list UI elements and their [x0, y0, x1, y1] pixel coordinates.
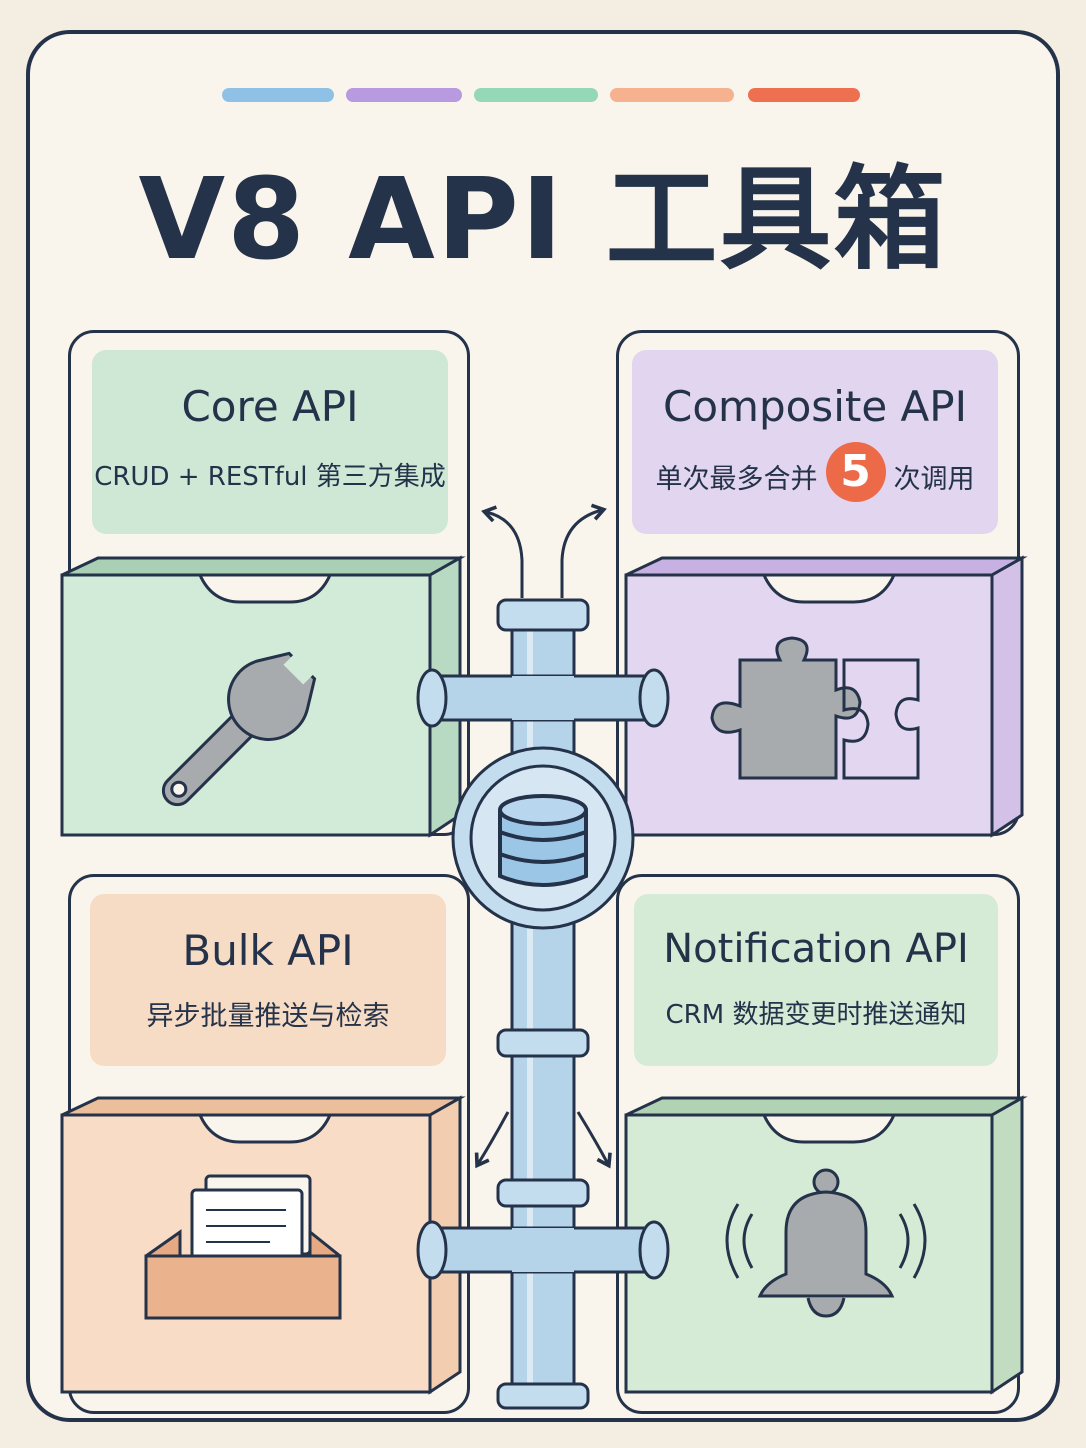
- arrow-to-notification: [576, 1111, 612, 1169]
- wrench-icon: [161, 636, 332, 807]
- composite-desc-after: 次调用: [893, 463, 975, 495]
- core-api-label: Core API CRUD + RESTful 第三方集成: [92, 350, 448, 534]
- stripe-blue: [222, 88, 334, 102]
- composite-api-desc: 单次最多合并 5 次调用: [632, 442, 998, 506]
- limit-badge: 5: [825, 442, 886, 502]
- core-api-desc: CRUD + RESTful 第三方集成: [94, 462, 446, 492]
- arrow-to-bulk: [474, 1111, 510, 1169]
- puzzle-icon: [710, 636, 920, 780]
- file-tray-icon: [144, 1174, 342, 1320]
- color-stripes: [222, 88, 862, 104]
- bulk-api-name: Bulk API: [182, 926, 354, 975]
- stripe-orange: [610, 88, 734, 102]
- arrow-to-core: [481, 505, 524, 598]
- composite-api-name: Composite API: [663, 382, 967, 431]
- stripe-red: [748, 88, 860, 102]
- notification-api-label: Notification API CRM 数据变更时推送通知: [634, 894, 998, 1066]
- bulk-api-desc: 异步批量推送与检索: [146, 1001, 390, 1032]
- notification-api-desc: CRM 数据变更时推送通知: [665, 1000, 967, 1030]
- bell-icon: [725, 1168, 927, 1318]
- stripe-purple: [346, 88, 462, 102]
- composite-api-label: Composite API 单次最多合并 5 次调用: [632, 350, 998, 534]
- database-icon: [498, 794, 588, 887]
- core-api-name: Core API: [181, 382, 359, 431]
- bulk-api-label: Bulk API 异步批量推送与检索: [90, 894, 446, 1066]
- page-title: V8 API 工具箱: [138, 155, 948, 285]
- notification-api-name: Notification API: [663, 926, 969, 972]
- stripe-green: [474, 88, 598, 102]
- composite-desc-before: 单次最多合并: [655, 463, 818, 495]
- arrow-to-composite: [560, 503, 607, 598]
